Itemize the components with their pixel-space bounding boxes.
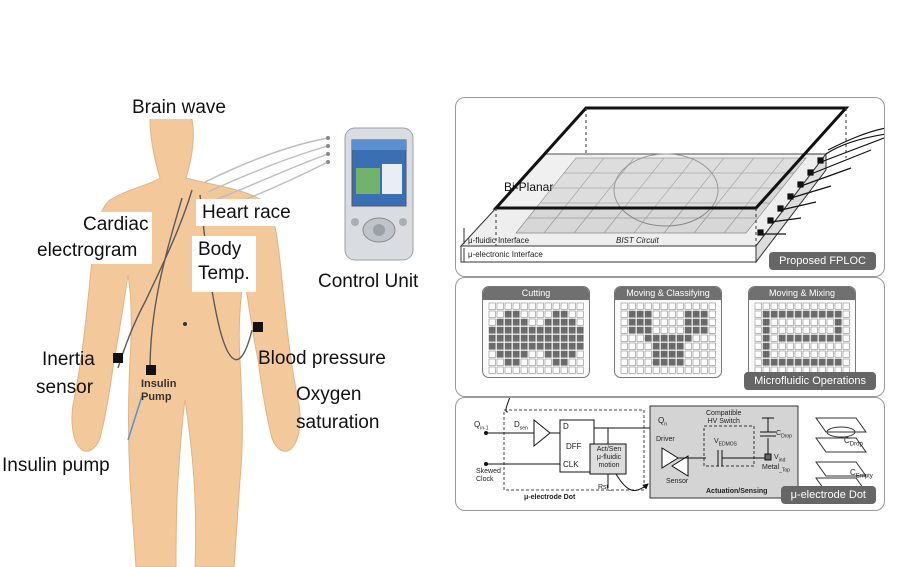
label-vind-sub: ind <box>778 457 786 464</box>
insulin-pump-node <box>146 365 156 375</box>
label-blood-pressure: Blood pressure <box>258 348 386 369</box>
label-inertia-sensor: Inertia sensor <box>36 346 95 402</box>
inertia-line1: Inertia <box>42 349 95 370</box>
blood-pressure-node <box>253 322 263 332</box>
electrode-circuit-schematic <box>484 398 867 499</box>
label-vedmos: VEDMOS <box>714 438 737 447</box>
inertia-sensor-node <box>113 353 123 363</box>
label-cdrop-small-sub: Drop <box>781 433 792 440</box>
label-fluidic-interface: μ-fluidic Interface <box>468 236 530 245</box>
body-temp-line2: Temp. <box>198 263 250 284</box>
title-moving-mixing: Moving & Mixing <box>749 287 855 300</box>
label-clk: CLK <box>563 460 579 469</box>
label-vind: Vind <box>774 454 785 463</box>
label-insulin-pump: Insulin pump <box>2 455 110 476</box>
label-qn-sub: n <box>664 421 668 428</box>
label-dff: DFF <box>566 442 582 451</box>
label-c-drop-main: C <box>844 436 850 445</box>
act-line3: motion <box>598 462 620 469</box>
label-hv-switch: Compatible HV Switch <box>706 410 741 426</box>
panel-electrode-dot: Qin-1 Dsen D DFF CLK Qn Skewed Clock Rst… <box>455 397 885 511</box>
label-dff-d: D <box>563 422 569 431</box>
label-bist-circuit: BIST Circuit <box>616 236 659 245</box>
label-q-in-sub: in-1 <box>480 425 489 432</box>
insulin-pump-tag: Insulin Pump <box>141 378 176 404</box>
label-electrode-dot-inner: μ-electrode Dot <box>524 494 576 501</box>
label-cdrop-small: CDrop <box>776 430 792 439</box>
title-moving-classifying: Moving & Classifying <box>615 287 721 300</box>
label-d-sen-sub: sen <box>519 425 528 432</box>
human-body-silhouette <box>71 102 301 567</box>
oxygen-line1: Oxygen <box>296 384 362 405</box>
label-q-in-main: Q <box>474 420 481 429</box>
label-metal-top: Metal_Top <box>762 464 790 473</box>
title-cutting: Cutting <box>483 287 589 300</box>
tag-electrode-dot: μ-electrode Dot <box>780 486 876 504</box>
label-vedmos-sub: EDMOS <box>718 441 738 448</box>
oxygen-line2: saturation <box>296 412 380 433</box>
tag-microfluidic-operations: Microfluidic Operations <box>744 372 876 390</box>
label-oxygen-saturation: Oxygen saturation <box>296 381 379 437</box>
label-c-empty-sub: Empty <box>855 473 873 480</box>
label-electronic-interface: μ-electronic Interface <box>468 250 543 259</box>
tag-proposed-fploc: Proposed FPLOC <box>769 252 876 270</box>
label-vind-main: V <box>774 454 779 461</box>
grid-cutting-cells <box>488 302 584 374</box>
inertia-line2: sensor <box>36 377 94 398</box>
label-brain-wave: Brain wave <box>132 96 226 119</box>
label-metal-top-main: Metal <box>762 464 780 471</box>
body-temp-line1: Body <box>198 239 242 260</box>
sensor-leads <box>117 189 253 371</box>
grid-cutting: Cutting <box>482 286 590 378</box>
label-skewed-clock: Skewed Clock <box>476 468 501 484</box>
panel-microfluidic-operations: Cutting Moving & Classifying Moving & Mi… <box>455 277 885 397</box>
cardiac-line2: electrogram <box>37 240 138 261</box>
label-c-empty: CEmpty <box>850 468 873 480</box>
label-c-empty-main: C <box>850 468 856 477</box>
label-qn: Qn <box>658 416 667 428</box>
insulin-pump-tag-line1: Insulin <box>141 378 177 390</box>
label-actuation-sensing: Actuation/Sensing <box>706 488 768 495</box>
grid-moving-classifying-cells <box>620 302 716 374</box>
label-vedmos-main: V <box>714 438 719 445</box>
label-heart-race: Heart race <box>196 199 297 226</box>
grid-moving-mixing: Moving & Mixing <box>748 286 856 378</box>
grid-moving-mixing-cells <box>754 302 850 374</box>
label-c-drop: CDrop <box>844 436 863 448</box>
label-q-in: Qin-1 <box>474 420 489 432</box>
skewed-line2: Clock <box>476 476 494 483</box>
grid-moving-classifying: Moving & Classifying <box>614 286 722 378</box>
act-line2: μ-fluidic <box>596 454 622 461</box>
label-cdrop-small-main: C <box>776 430 782 437</box>
control-unit-device <box>344 127 414 261</box>
label-driver: Driver <box>656 436 675 443</box>
hv-line1: Compatible <box>706 410 742 417</box>
skewed-line1: Skewed <box>476 468 501 475</box>
label-sensor: Sensor <box>666 478 689 485</box>
label-body-temp: Body Temp. <box>192 236 256 292</box>
label-metal-top-sub: _Top <box>779 467 790 474</box>
label-qn-main: Q <box>658 416 665 425</box>
label-cardiac-electrogram: Cardiac electrogram <box>33 212 153 264</box>
fploc-3d-chip <box>459 106 884 264</box>
insulin-pump-tag-line2: Pump <box>141 391 172 403</box>
label-bi-planar: Bi-Planar <box>504 180 554 194</box>
label-c-drop-sub: Drop <box>849 441 863 448</box>
label-d-sen: Dsen <box>514 420 528 432</box>
panel-proposed-fploc: Bi-Planar μ-fluidic Interface μ-electron… <box>455 97 885 277</box>
hv-line2: HV Switch <box>707 418 740 425</box>
act-line1: Act/Sen <box>596 446 622 453</box>
label-control-unit: Control Unit <box>318 270 419 293</box>
label-rst: Rst_ <box>598 484 613 491</box>
label-d-sen-main: D <box>514 420 520 429</box>
cardiac-line1: Cardiac <box>83 214 149 235</box>
label-act-sen: Act/Sen μ-fluidic motion <box>592 446 626 470</box>
